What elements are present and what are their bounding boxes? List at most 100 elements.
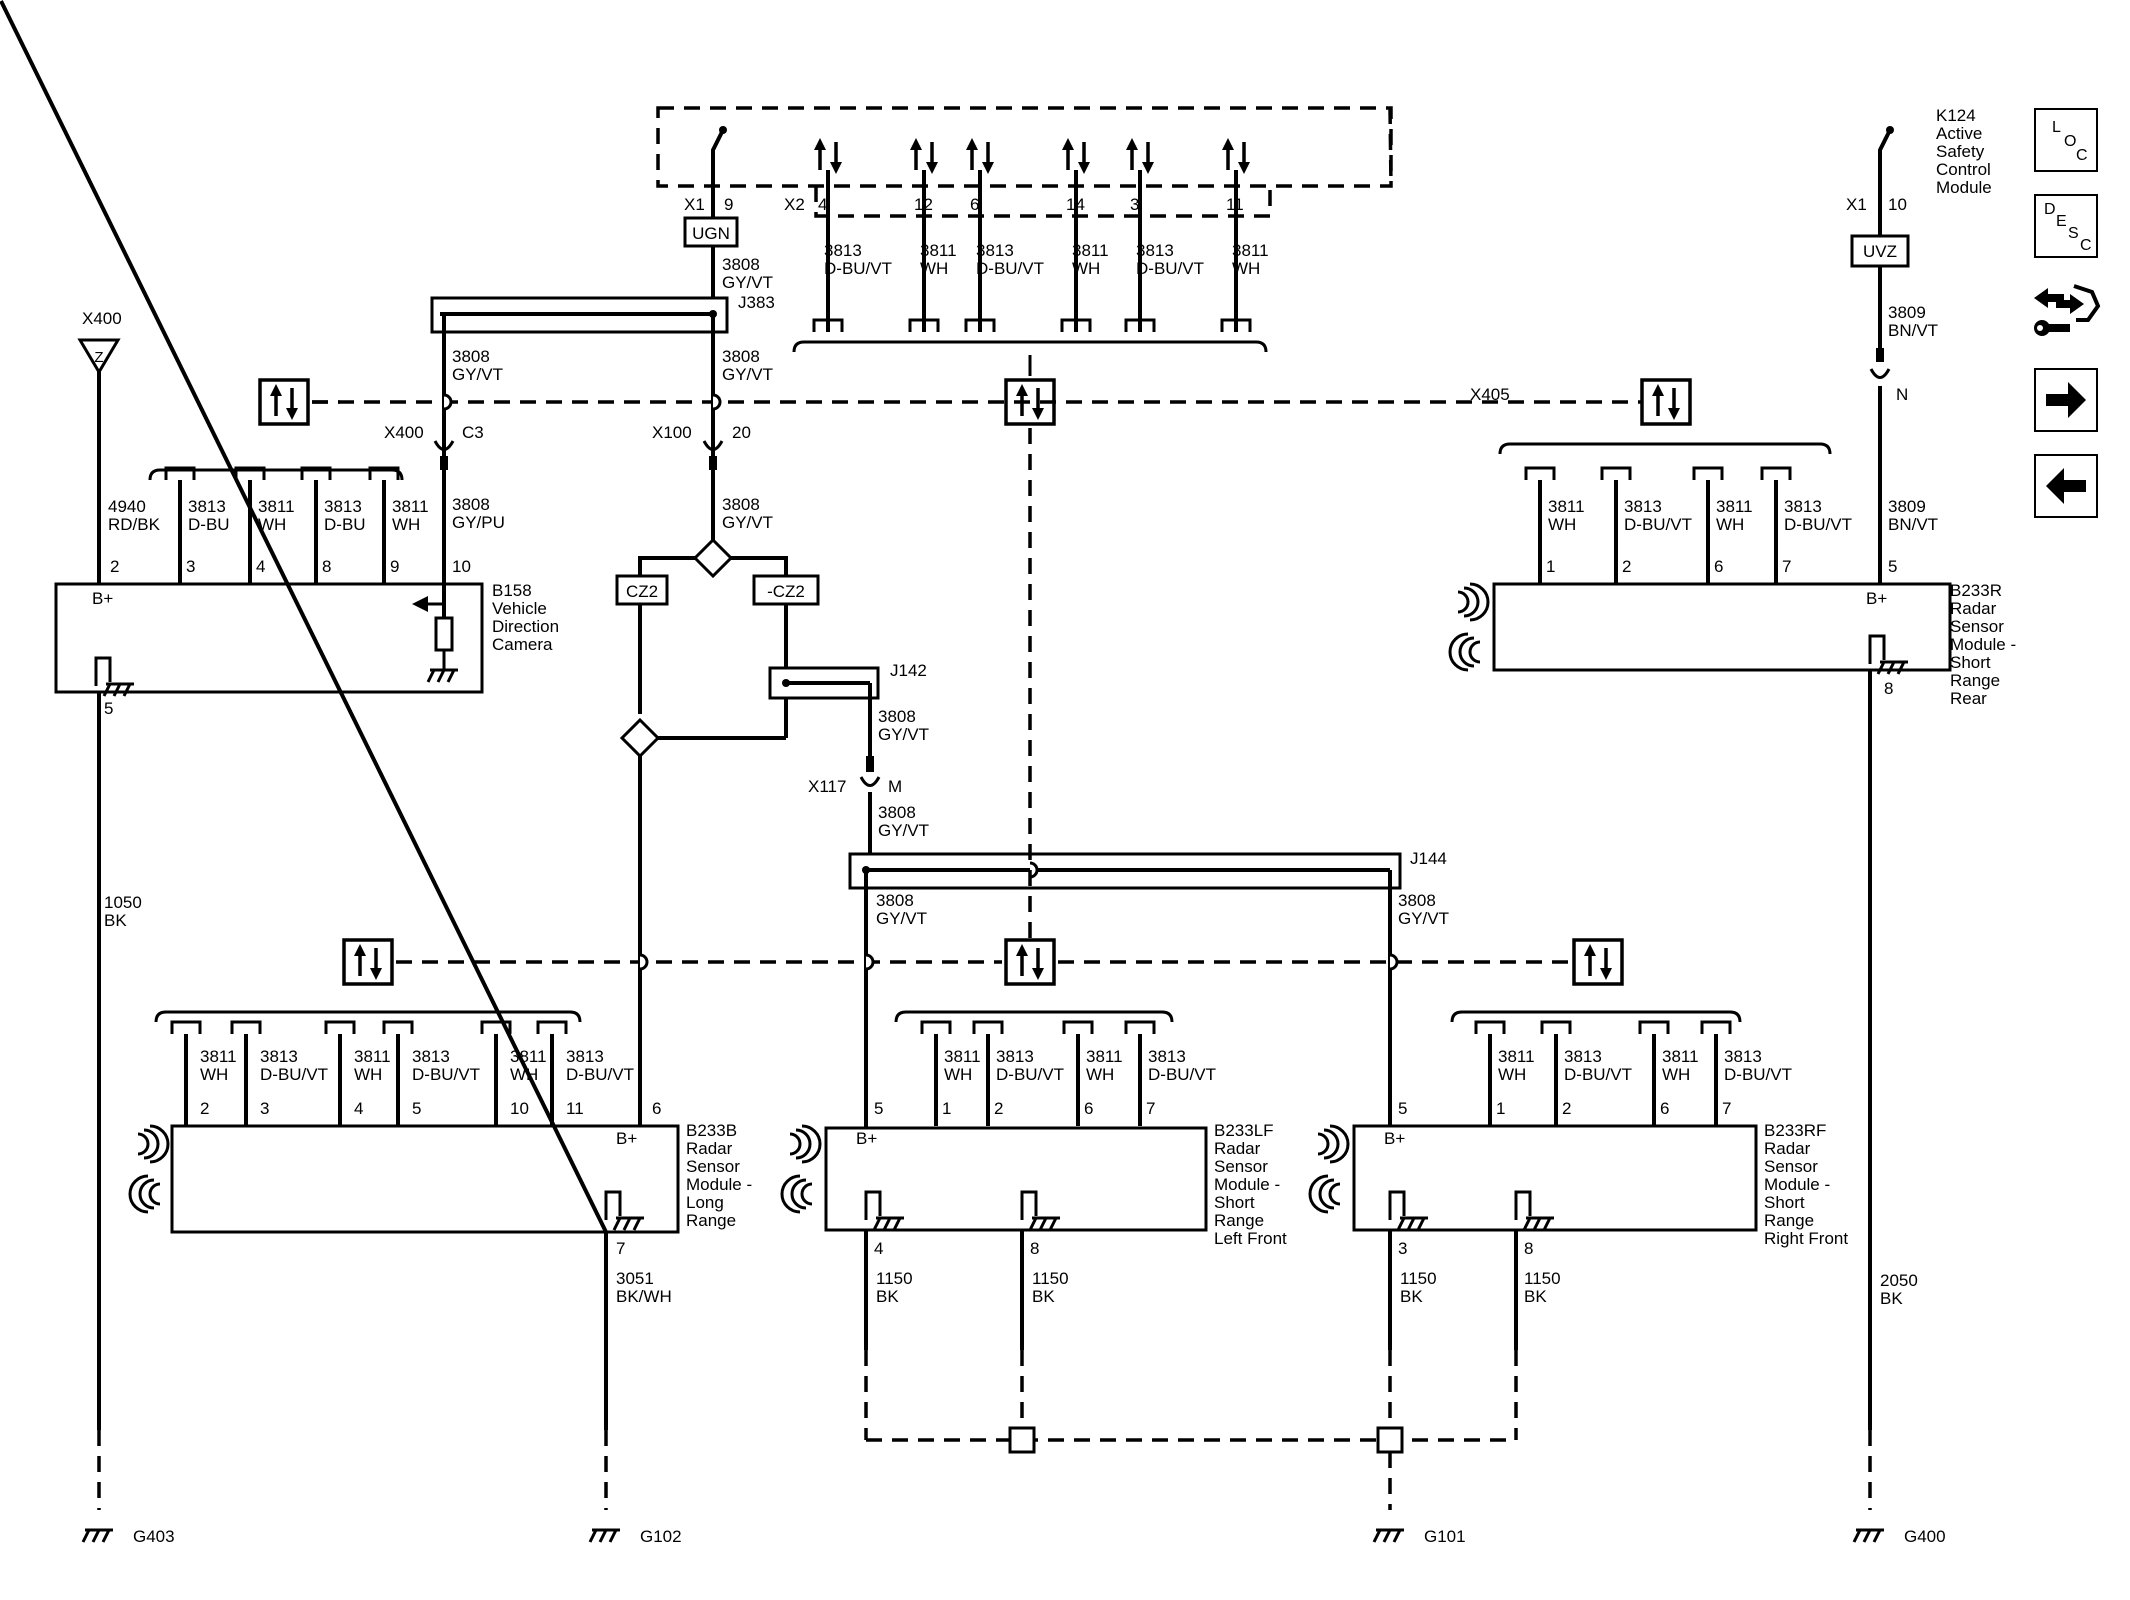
connector-pin (709, 456, 717, 470)
x405-pin: N (1896, 385, 1908, 404)
connector-pin-cavity (1700, 1020, 1732, 1034)
b233b-pin-number: 5 (412, 1099, 421, 1118)
g403-wire-circuit: 1050 (104, 893, 142, 912)
ground-junction (1376, 1426, 1404, 1454)
b158-pin-wire-color: WH (258, 515, 286, 534)
next-button[interactable] (2034, 368, 2098, 432)
b233rf-gnd-pin: 3 (1398, 1239, 1407, 1258)
b233rf-bplus: B+ (1384, 1129, 1405, 1148)
b158-pin-number: 4 (256, 557, 265, 576)
b158-pin-number: 3 (186, 557, 195, 576)
rf-gnd1-wire-color: BK (1400, 1287, 1423, 1306)
b233lf-desc-line: Sensor (1214, 1157, 1268, 1176)
b158-pin-wire-color: D-BU (324, 515, 366, 534)
chassis-ground-tab (1514, 1190, 1532, 1220)
b158-pin-wire-circuit: 3813 (188, 497, 226, 516)
b158-pin-number: 2 (110, 557, 119, 576)
b233r-bplus: B+ (1866, 589, 1887, 608)
connector-pin-cavity (1600, 466, 1632, 480)
connector-pin-cavity (908, 318, 940, 332)
g400-wire-color: BK (1880, 1289, 1903, 1308)
connector-pin-cavity (324, 1020, 356, 1034)
wire-crossover (1389, 953, 1399, 971)
wire (0, 0, 608, 1233)
svg-text:L: L (2052, 119, 2061, 136)
radar-receive-icon (1448, 632, 1469, 672)
b158-pin-number: 10 (452, 557, 471, 576)
connector-pin-cavity (812, 318, 844, 332)
b233b-pin-number: 3 (260, 1099, 269, 1118)
chassis-ground-tab (604, 1190, 622, 1220)
b233lf-desc-line: Module - (1214, 1175, 1280, 1194)
g400-symbol (1852, 1528, 1886, 1544)
b233lf-bplus: B+ (856, 1129, 877, 1148)
x1-left-connector: X1 (684, 195, 705, 214)
connector-tools-button[interactable] (2030, 276, 2102, 346)
b233b-desc-line: Module - (686, 1175, 752, 1194)
g102-symbol (588, 1528, 622, 1544)
x1-right-connector: X1 (1846, 195, 1867, 214)
k124-pin-wire-color: WH (1232, 259, 1260, 278)
x2-outline (814, 186, 1272, 218)
b158-pwr-wire-circuit: 3808 (452, 495, 490, 514)
b233r-pin-wire-circuit: 3813 (1624, 497, 1662, 516)
b233b-pin-wire-color: D-BU/VT (566, 1065, 634, 1084)
b158-antenna-wire-circuit: 4940 (108, 497, 146, 516)
x2-connector: X2 (784, 195, 805, 214)
radar-wave-icon (1469, 582, 1490, 622)
g101-symbol (1372, 1528, 1406, 1544)
j383-mid-wire-circuit: 3808 (722, 347, 760, 366)
b233lf-pin-number: 1 (942, 1099, 951, 1118)
radar-receive-icon (800, 1182, 813, 1206)
b158-bplus: B+ (92, 589, 113, 608)
b233r-pin-wire-circuit: 3811 (1716, 497, 1753, 516)
chassis-ground-tab (1020, 1190, 1038, 1220)
connector-pin-cavity (234, 466, 266, 480)
b233rf-pin-wire-color: D-BU/VT (1724, 1065, 1792, 1084)
k124-pin-wire-circuit: 3813 (976, 241, 1014, 260)
loc-button[interactable]: L O C (2034, 108, 2098, 172)
connector-pin-cavity (230, 1020, 262, 1034)
b233rf-pwr-pin: 5 (1398, 1099, 1407, 1118)
g102-label: G102 (640, 1527, 682, 1546)
switch-contact (1886, 126, 1894, 134)
b233b-pin-number: 10 (510, 1099, 529, 1118)
b233rf-pin-wire-color: D-BU/VT (1564, 1065, 1632, 1084)
b233lf-id: B233LF (1214, 1121, 1274, 1140)
k124-outline (656, 106, 1393, 188)
x117-pin: M (888, 777, 902, 796)
rf-gnd2-wire-color: BK (1524, 1287, 1547, 1306)
b233r-pin-number: 6 (1714, 557, 1723, 576)
svg-text:O: O (2064, 133, 2076, 150)
b233lf-desc-line: Short (1214, 1193, 1255, 1212)
k124-bus-icon (1060, 136, 1092, 176)
j383-mid-wire-color: GY/VT (722, 365, 773, 384)
j144-label: J144 (1410, 849, 1447, 868)
g403-symbol (81, 1528, 115, 1544)
b233r-pwr-wire-circuit: 3809 (1888, 497, 1926, 516)
b233rf-desc-line: Radar (1764, 1139, 1811, 1158)
radar-wave-icon (801, 1124, 822, 1164)
can-bus-b158 (258, 378, 310, 426)
prev-button[interactable] (2034, 454, 2098, 518)
b233b-pin-number: 4 (354, 1099, 363, 1118)
b233lf-module (824, 1126, 1208, 1232)
x100-label: X100 (652, 423, 692, 442)
desc-button[interactable]: D E S C (2034, 194, 2098, 258)
b233lf-pin-wire-color: D-BU/VT (996, 1065, 1064, 1084)
connector-pin-cavity (972, 1020, 1004, 1034)
b233rf-pin-number: 2 (1562, 1099, 1571, 1118)
connector-bracket (1498, 442, 1832, 455)
k124-pin-wire-circuit: 3811 (920, 241, 957, 260)
k124-pin-number: 11 (1226, 195, 1244, 214)
radar-wave-icon (795, 1128, 812, 1160)
radar-receive-icon (138, 1178, 155, 1210)
radar-wave-icon (137, 1132, 150, 1156)
connector-bracket (1450, 1010, 1742, 1023)
g403-wire-color: BK (104, 911, 127, 930)
radar-wave-icon (1323, 1128, 1340, 1160)
b233rf-pin-wire-circuit: 3811 (1498, 1047, 1535, 1066)
b233b-pin-wire-color: D-BU/VT (412, 1065, 480, 1084)
radar-receive-icon (1308, 1174, 1329, 1214)
